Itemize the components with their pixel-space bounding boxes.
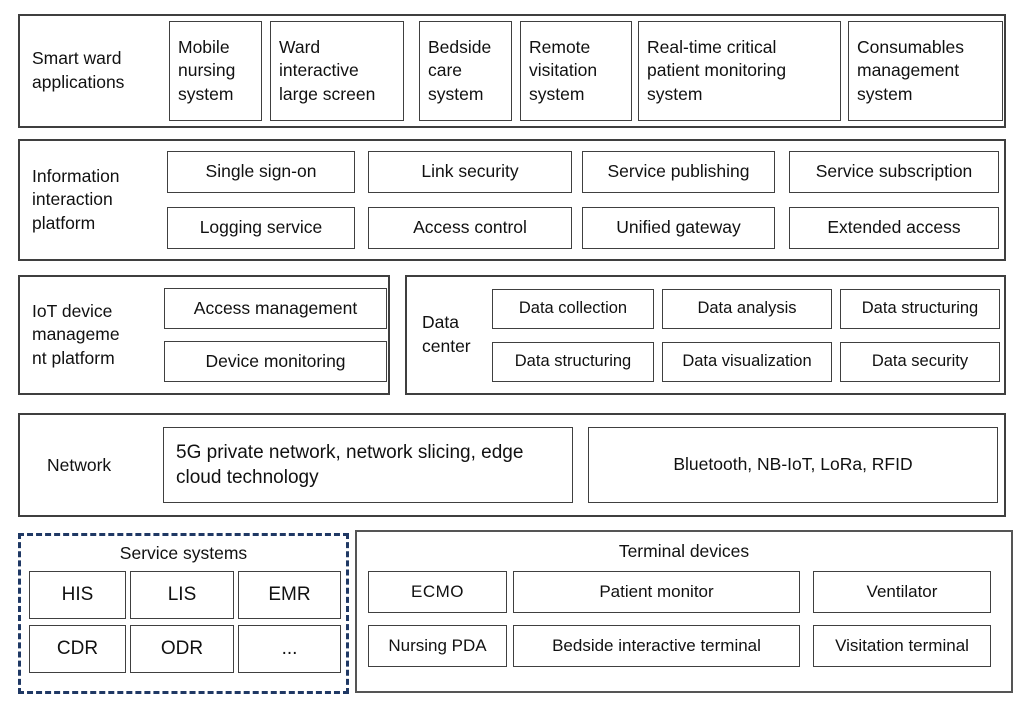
app-box-bedside-care-system: Bedside care system — [419, 21, 512, 121]
layer-label-network: Network — [47, 454, 112, 475]
layer-data-center: Data center Data collection Data analysi… — [405, 275, 1006, 395]
dc-box-data-analysis: Data analysis — [662, 288, 832, 329]
dc-box-data-security: Data security — [840, 341, 1000, 382]
service-systems-row: HIS LIS EMR — [29, 571, 346, 619]
layer-smart-ward-applications: Smart ward applications Mobile nursing s… — [18, 14, 1006, 128]
info-box-single-sign-on: Single sign-on — [167, 151, 355, 193]
panel-title-terminal-devices: Terminal devices — [618, 541, 750, 561]
service-systems-grid: HIS LIS EMR CDR ODR ... — [29, 571, 346, 673]
data-center-row: Data collection Data analysis Data struc… — [492, 288, 1000, 329]
network-box-bluetooth-nbiot-lora-rfid: Bluetooth, NB-IoT, LoRa, RFID — [588, 427, 998, 503]
layer-label-iot-device-management-platform: IoT device manageme nt platform — [32, 300, 120, 368]
terminal-box-visitation-terminal: Visitation terminal — [813, 625, 991, 667]
layer-information-interaction-platform: Information interaction platform Single … — [18, 139, 1006, 261]
info-platform-grid: Single sign-on Link security Service pub… — [167, 151, 999, 249]
terminal-devices-grid: ECMO Patient monitor Ventilator Nursing … — [368, 571, 1011, 667]
dc-box-data-structuring-top: Data structuring — [840, 288, 1000, 329]
app-box-mobile-nursing-system: Mobile nursing system — [169, 21, 262, 121]
service-box-emr: EMR — [238, 571, 341, 619]
iot-box-device-monitoring: Device monitoring — [164, 341, 387, 382]
dc-box-data-collection: Data collection — [492, 288, 654, 329]
service-box-ellipsis: ... — [238, 625, 341, 673]
service-box-odr: ODR — [130, 625, 234, 673]
terminal-devices-row: Nursing PDA Bedside interactive terminal… — [368, 625, 1011, 667]
info-box-link-security: Link security — [368, 151, 572, 193]
terminal-box-bedside-interactive-terminal: Bedside interactive terminal — [513, 625, 800, 667]
terminal-box-ventilator: Ventilator — [813, 571, 991, 613]
dc-box-data-structuring-bottom: Data structuring — [492, 341, 654, 382]
app-box-remote-visitation-system: Remote visitation system — [520, 21, 632, 121]
terminal-box-ecmo: ECMO — [368, 571, 507, 613]
layer-network: Network 5G private network, network slic… — [18, 413, 1006, 517]
panel-title-service-systems: Service systems — [119, 543, 248, 563]
iot-platform-column: Access management Device monitoring — [164, 288, 387, 382]
layer-label-smart-ward-applications: Smart ward applications — [32, 48, 125, 92]
terminal-box-patient-monitor: Patient monitor — [513, 571, 800, 613]
service-box-cdr: CDR — [29, 625, 126, 673]
app-box-realtime-critical-patient-monitoring: Real-time critical patient monitoring sy… — [638, 21, 841, 121]
info-box-access-control: Access control — [368, 207, 572, 249]
data-center-grid: Data collection Data analysis Data struc… — [492, 288, 1000, 382]
panel-terminal-devices: Terminal devices ECMO Patient monitor Ve… — [355, 530, 1013, 693]
app-box-ward-interactive-large-screen: Ward interactive large screen — [270, 21, 404, 121]
service-systems-row: CDR ODR ... — [29, 625, 346, 673]
info-box-logging-service: Logging service — [167, 207, 355, 249]
service-box-lis: LIS — [130, 571, 234, 619]
info-box-service-subscription: Service subscription — [789, 151, 999, 193]
dc-box-data-visualization: Data visualization — [662, 341, 832, 382]
data-center-row: Data structuring Data visualization Data… — [492, 341, 1000, 382]
info-box-unified-gateway: Unified gateway — [582, 207, 775, 249]
service-box-his: HIS — [29, 571, 126, 619]
terminal-box-nursing-pda: Nursing PDA — [368, 625, 507, 667]
info-platform-row: Logging service Access control Unified g… — [167, 207, 999, 249]
layer-iot-device-management-platform: IoT device manageme nt platform Access m… — [18, 275, 390, 395]
layer-label-information-interaction-platform: Information interaction platform — [32, 165, 120, 233]
iot-box-access-management: Access management — [164, 288, 387, 329]
panel-service-systems: Service systems HIS LIS EMR CDR ODR ... — [18, 533, 349, 694]
network-box-5g-private-network: 5G private network, network slicing, edg… — [163, 427, 573, 503]
info-box-extended-access: Extended access — [789, 207, 999, 249]
info-platform-row: Single sign-on Link security Service pub… — [167, 151, 999, 193]
info-box-service-publishing: Service publishing — [582, 151, 775, 193]
app-box-consumables-management-system: Consumables management system — [848, 21, 1003, 121]
terminal-devices-row: ECMO Patient monitor Ventilator — [368, 571, 1011, 613]
layer-label-data-center: Data center — [422, 312, 471, 356]
